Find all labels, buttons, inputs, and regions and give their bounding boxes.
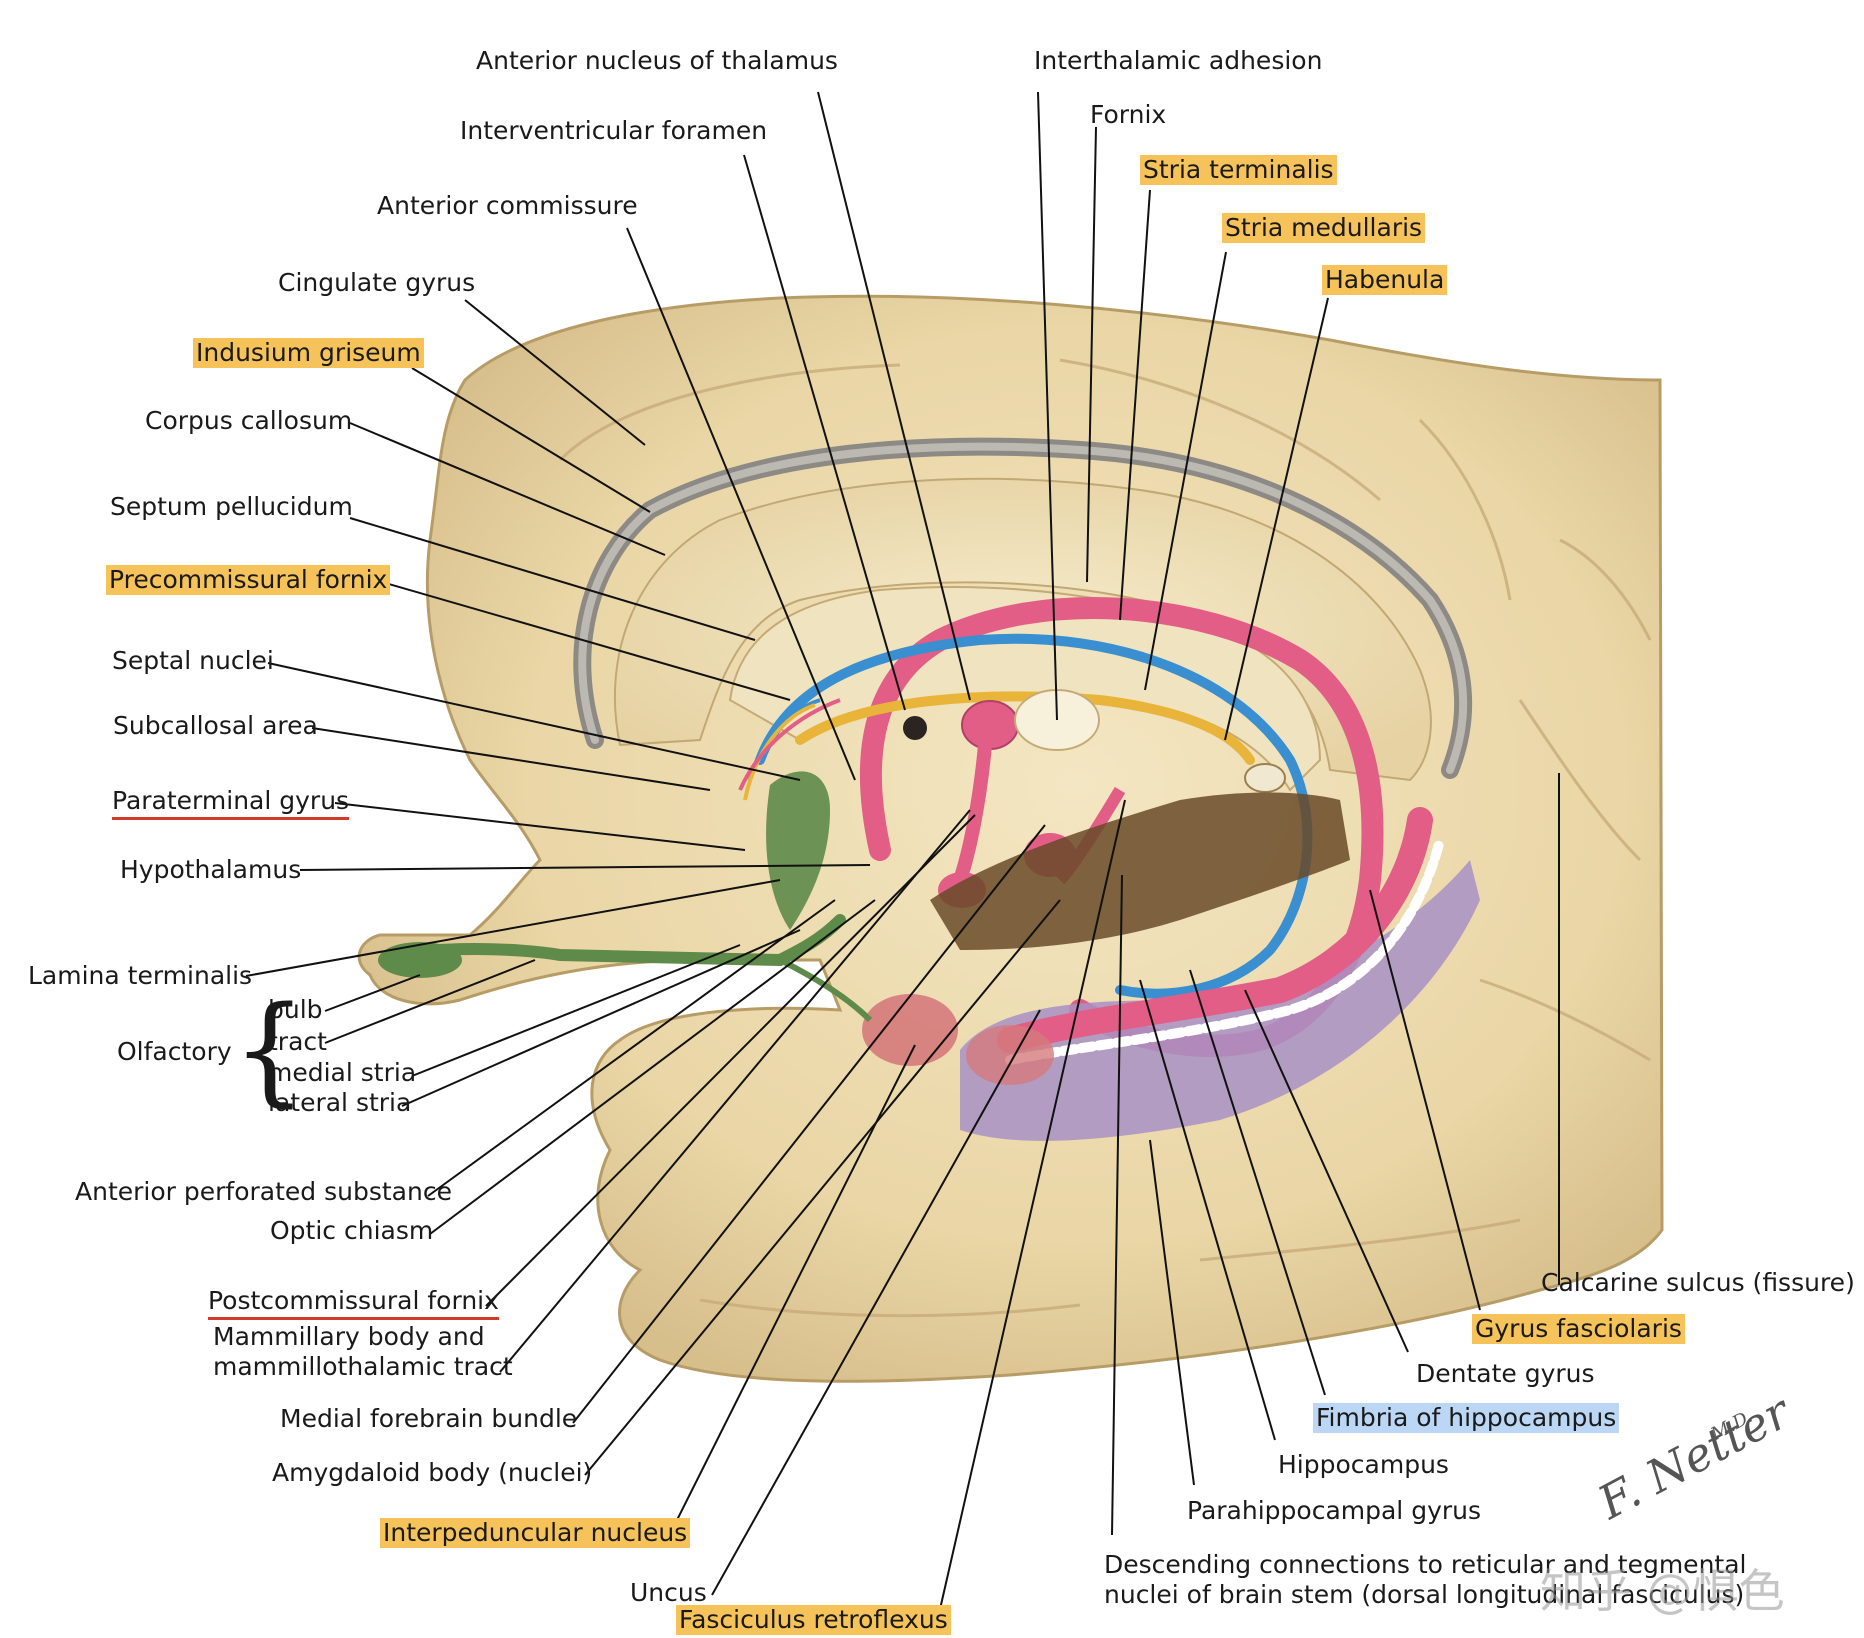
label-stria-terminalis: Stria terminalis	[1140, 155, 1337, 185]
label-precommissural-fornix: Precommissural fornix	[106, 565, 391, 595]
label-medial-forebrain-bundle: Medial forebrain bundle	[280, 1404, 578, 1433]
label-interventricular-foramen: Interventricular foramen	[460, 116, 768, 145]
label-optic-chiasm: Optic chiasm	[270, 1216, 434, 1245]
olfactory-brace: {	[232, 980, 308, 1118]
label-interpeduncular-nucleus: Interpeduncular nucleus	[380, 1518, 691, 1548]
label-parahippocampal-gyrus: Parahippocampal gyrus	[1187, 1496, 1482, 1525]
label-mammillary-body-1: Mammillary body and	[213, 1322, 485, 1351]
uncus	[966, 1025, 1054, 1085]
olfactory-bulb	[378, 942, 462, 978]
label-hippocampus: Hippocampus	[1278, 1450, 1449, 1479]
label-paraterminal-gyrus: Paraterminal gyrus	[112, 786, 350, 820]
label-subcallosal-area: Subcallosal area	[113, 711, 318, 740]
label-corpus-callosum: Corpus callosum	[145, 406, 353, 435]
label-uncus: Uncus	[630, 1578, 707, 1607]
interventricular-foramen-dot	[903, 716, 927, 740]
label-olfactory-medial-stria: medial stria	[268, 1058, 417, 1087]
label-septum-pellucidum: Septum pellucidum	[110, 492, 353, 521]
label-descending-connections-1: Descending connections to reticular and …	[1104, 1550, 1747, 1579]
leader-lines	[245, 91, 1560, 1619]
label-postcommissural-fornix: Postcommissural fornix	[208, 1286, 499, 1320]
midbrain-dark	[930, 792, 1350, 950]
septal-nuclei-green	[766, 771, 830, 930]
label-fimbria-hippocampus: Fimbria of hippocampus	[1313, 1403, 1620, 1433]
label-septal-nuclei: Septal nuclei	[112, 646, 274, 675]
label-descending-connections-2: nuclei of brain stem (dorsal longitudina…	[1104, 1580, 1745, 1609]
label-fornix: Fornix	[1090, 100, 1167, 129]
label-olfactory-bulb: bulb	[268, 995, 323, 1024]
label-lamina-terminalis: Lamina terminalis	[28, 961, 253, 990]
label-olfactory-tract: tract	[268, 1027, 327, 1056]
label-habenula: Habenula	[1322, 265, 1448, 295]
label-fasciculus-retroflexus: Fasciculus retroflexus	[676, 1605, 951, 1635]
label-olfactory: Olfactory	[117, 1037, 232, 1066]
dentate-gyrus-band	[1005, 835, 1445, 1065]
corpus-callosum	[613, 477, 1432, 782]
label-gyrus-fasciolaris: Gyrus fasciolaris	[1472, 1314, 1685, 1344]
cerebral-hemisphere	[357, 294, 1664, 1383]
label-cingulate-gyrus: Cingulate gyrus	[278, 268, 476, 297]
label-indusium-griseum: Indusium griseum	[193, 338, 424, 368]
anterior-fiber-bundles	[738, 698, 841, 801]
label-olfactory-lateral-stria: lateral stria	[268, 1088, 412, 1117]
label-stria-medullaris: Stria medullaris	[1222, 213, 1426, 243]
label-interthalamic-adhesion: Interthalamic adhesion	[1034, 46, 1323, 75]
label-amygdaloid-body: Amygdaloid body (nuclei)	[272, 1458, 593, 1487]
hippocampus-fimbria	[997, 807, 1433, 1053]
amygdala	[862, 994, 958, 1066]
label-mammillary-body-2: mammillothalamic tract	[213, 1352, 513, 1381]
gyral-creases	[558, 358, 1652, 1318]
label-anterior-nucleus-thalamus: Anterior nucleus of thalamus	[476, 46, 838, 75]
watermark: 知乎 @惧色	[1540, 1564, 1785, 1618]
habenula-body	[1244, 763, 1286, 793]
label-anterior-perforated-substance: Anterior perforated substance	[75, 1177, 452, 1206]
label-dentate-gyrus: Dentate gyrus	[1416, 1359, 1595, 1388]
label-hypothalamus: Hypothalamus	[120, 855, 302, 884]
label-anterior-commissure: Anterior commissure	[377, 191, 638, 220]
label-calcarine-sulcus: Calcarine sulcus (fissure)	[1541, 1268, 1855, 1297]
stria-terminalis-blue	[755, 633, 1313, 999]
